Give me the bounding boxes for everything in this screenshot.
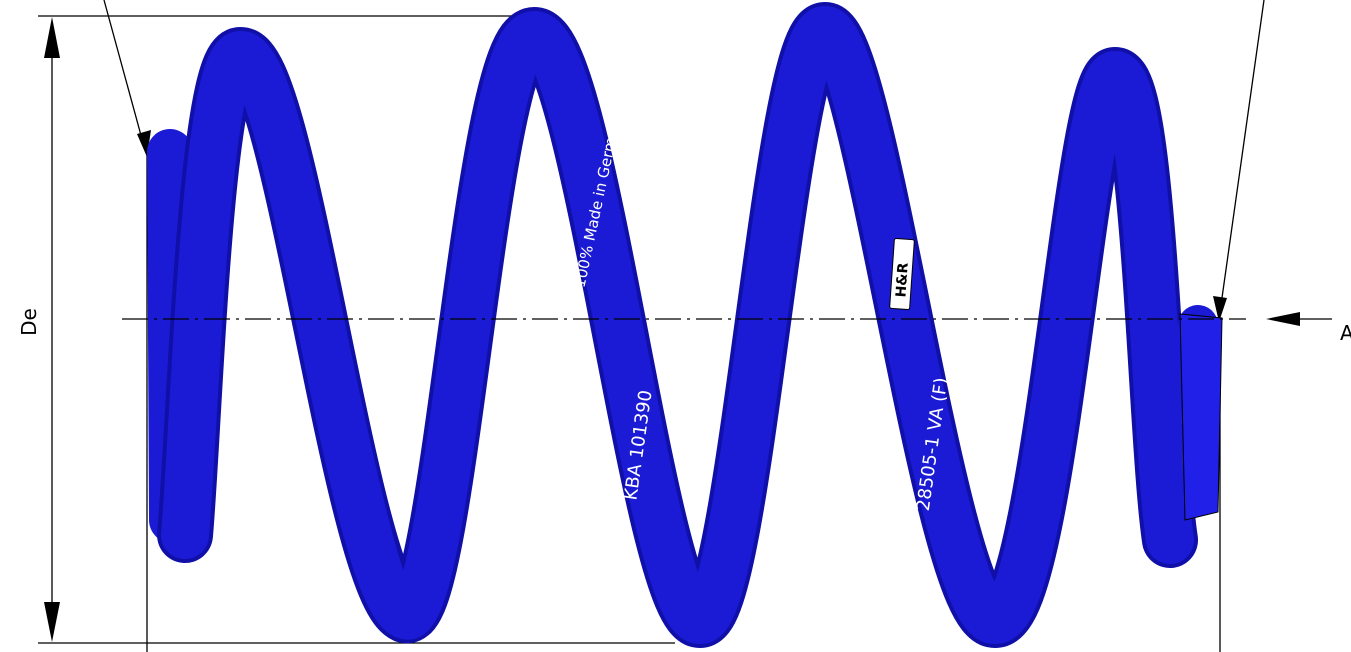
- dimension-label-de: De: [17, 308, 41, 336]
- view-arrow-head: [1266, 312, 1300, 326]
- leader-line-left: [103, 0, 146, 151]
- dimension-arrow-top: [44, 17, 60, 58]
- view-arrow-label: A: [1340, 321, 1351, 345]
- coil-end-right-face: [1179, 313, 1223, 521]
- leader-arrow-right: [1213, 296, 1227, 322]
- dimension-arrow-bottom: [44, 602, 60, 642]
- hr-logo: H&R: [889, 238, 915, 310]
- svg-text:H&R: H&R: [893, 262, 911, 298]
- coil-spring: [147, 2, 1223, 648]
- coil-helix: [161, 6, 1194, 644]
- leader-line-right: [1219, 0, 1265, 313]
